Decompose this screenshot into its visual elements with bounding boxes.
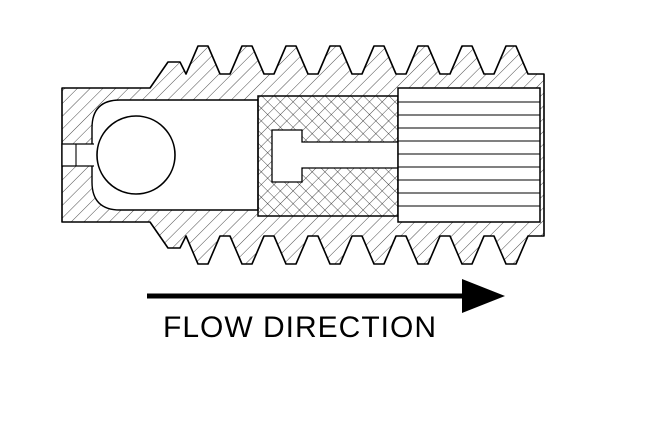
spring-coil-lines	[398, 101, 540, 207]
flow-direction-label: FLOW DIRECTION	[163, 311, 437, 344]
valve-body-group	[61, 45, 545, 265]
spring-bore	[397, 87, 541, 223]
flow-arrow-head	[462, 279, 505, 313]
flow-arrow	[147, 279, 505, 313]
check-ball	[96, 115, 176, 195]
inlet-passage	[61, 143, 94, 167]
